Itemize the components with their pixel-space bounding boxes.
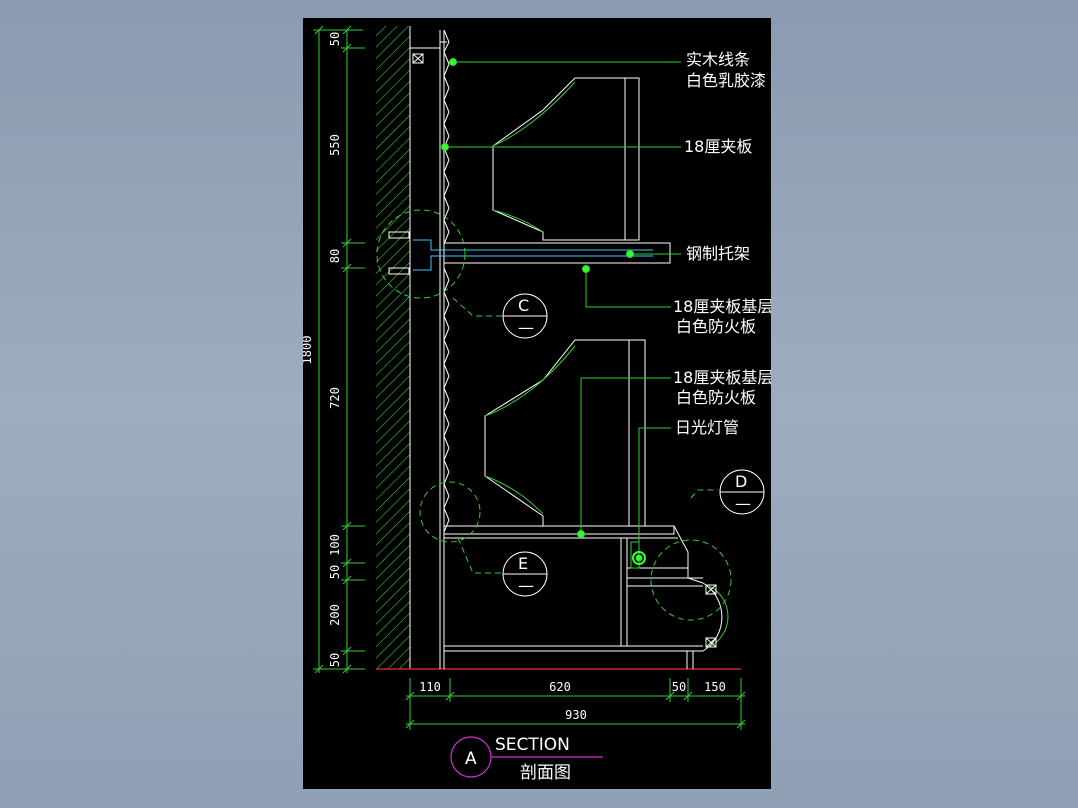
title-cn: 剖面图 [520,763,571,783]
callout-6-line1: 日光灯管 [675,418,739,437]
detail-bubble-d: D — [719,469,765,515]
detail-circles [376,209,732,621]
vdim-1: 50 [328,32,342,46]
cabinet-panels [410,29,450,669]
callout-2-line1: 18厘夹板 [684,137,752,156]
drawing-sheet: 实木线条 白色乳胶漆 18厘夹板 钢制托架 18厘夹板基层 白色防火板 18厘夹… [303,18,771,789]
horizontal-dimension-labels: 110 620 50 150 930 [419,680,726,722]
vdim-6: 50 [328,565,342,579]
hdim-overall: 930 [565,708,587,722]
hdim-4: 150 [704,680,726,694]
vdim-3: 80 [328,249,342,263]
callout-5-line2: 白色防火板 [676,388,756,407]
vertical-dimensions [313,25,365,674]
vdim-2: 550 [328,134,342,156]
leader-lines [441,58,681,565]
vdim-8: 50 [328,653,342,667]
detail-bubble-c: C — [502,293,548,339]
callout-5-line1: 18厘夹板基层 [673,368,771,387]
vertical-dimension-labels: 50 550 80 720 100 50 200 50 1800 [303,32,342,667]
callout-1-line1: 实木线条 [686,50,750,69]
vdim-4: 720 [328,387,342,409]
lower-monitor [484,339,646,527]
callout-4-line2: 白色防火板 [676,317,756,336]
base-cabinet [443,525,729,669]
bubble-d-letter: D [735,472,747,491]
vdim-overall: 1800 [303,336,314,365]
callout-3-line1: 钢制托架 [686,244,750,263]
bubble-e-letter: E [518,554,528,573]
vdim-7: 200 [328,604,342,626]
steel-bracket [388,231,671,275]
section-mark: A [465,749,477,769]
hdim-2: 620 [549,680,571,694]
hdim-1: 110 [419,680,441,694]
bubble-e-sub: — [518,576,534,595]
bubble-c-letter: C [518,296,529,315]
vdim-5: 100 [328,534,342,556]
detail-bubble-e: E — [502,551,548,597]
callout-4-line1: 18厘夹板基层 [673,297,771,316]
callout-1-line2: 白色乳胶漆 [686,71,766,90]
callouts: 实木线条 白色乳胶漆 18厘夹板 钢制托架 18厘夹板基层 白色防火板 18厘夹… [673,50,771,437]
wall-hatch [376,26,410,669]
title-en: SECTION [495,735,570,755]
title-block: A SECTION 剖面图 [450,735,603,783]
bubble-d-sub: — [735,494,751,513]
section-drawing: 实木线条 白色乳胶漆 18厘夹板 钢制托架 18厘夹板基层 白色防火板 18厘夹… [303,25,771,783]
bubble-c-sub: — [518,318,534,337]
horizontal-dimensions [405,678,746,730]
upper-monitor [492,77,640,241]
hdim-3: 50 [672,680,686,694]
